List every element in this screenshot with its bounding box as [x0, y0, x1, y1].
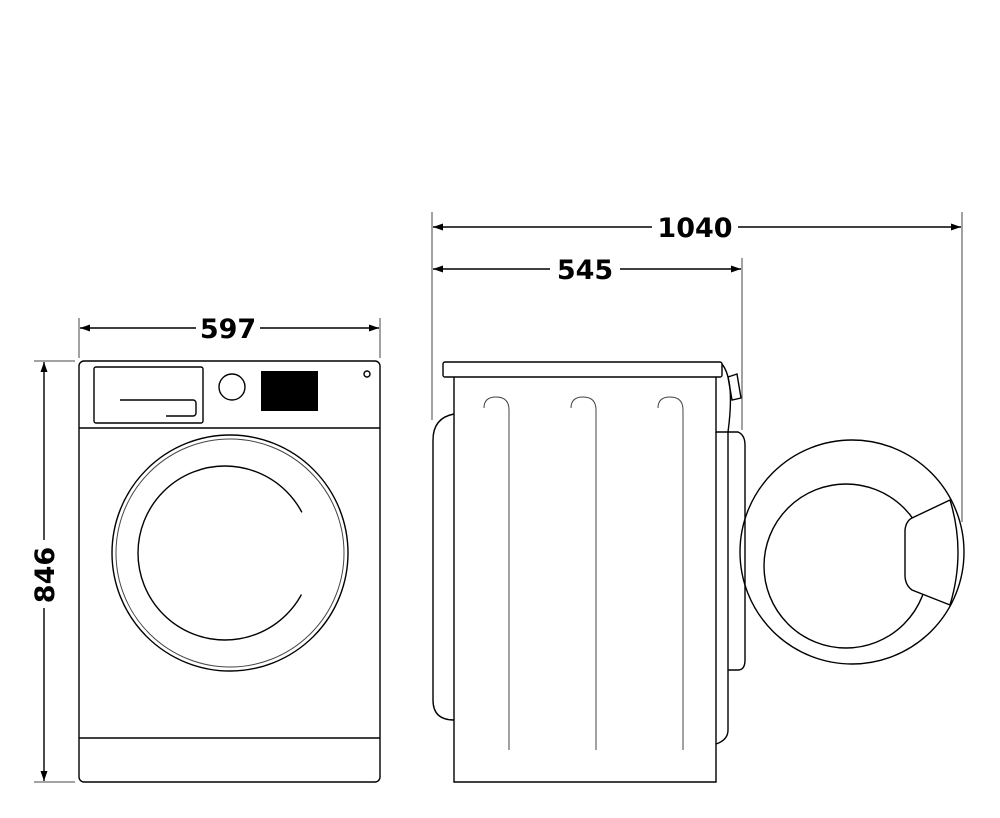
rear-bulge	[432, 413, 455, 721]
side-view	[432, 361, 965, 783]
drum-ribs	[483, 396, 684, 750]
detergent-drawer	[93, 366, 204, 424]
program-knob-icon	[218, 373, 246, 401]
door-open-depth-label: 1040	[657, 213, 732, 244]
side-knob	[727, 373, 742, 401]
front-body-outline	[78, 360, 381, 783]
door-handle	[282, 500, 335, 605]
depth-label: 545	[557, 255, 613, 286]
front-view	[78, 360, 381, 783]
front-width-dimension: 597	[78, 314, 381, 358]
front-door	[111, 434, 349, 672]
depth-dimensions: 1040 545	[431, 212, 963, 522]
closed-door-profile	[728, 431, 746, 671]
open-door-handle	[904, 499, 959, 606]
display-panel	[261, 371, 318, 411]
worktop	[442, 361, 723, 378]
power-indicator-icon	[363, 370, 371, 378]
side-body-outline	[453, 377, 729, 783]
front-height-dimension: 846	[30, 360, 75, 783]
width-label: 597	[200, 314, 256, 345]
height-label: 846	[30, 547, 61, 603]
open-door	[739, 439, 965, 665]
